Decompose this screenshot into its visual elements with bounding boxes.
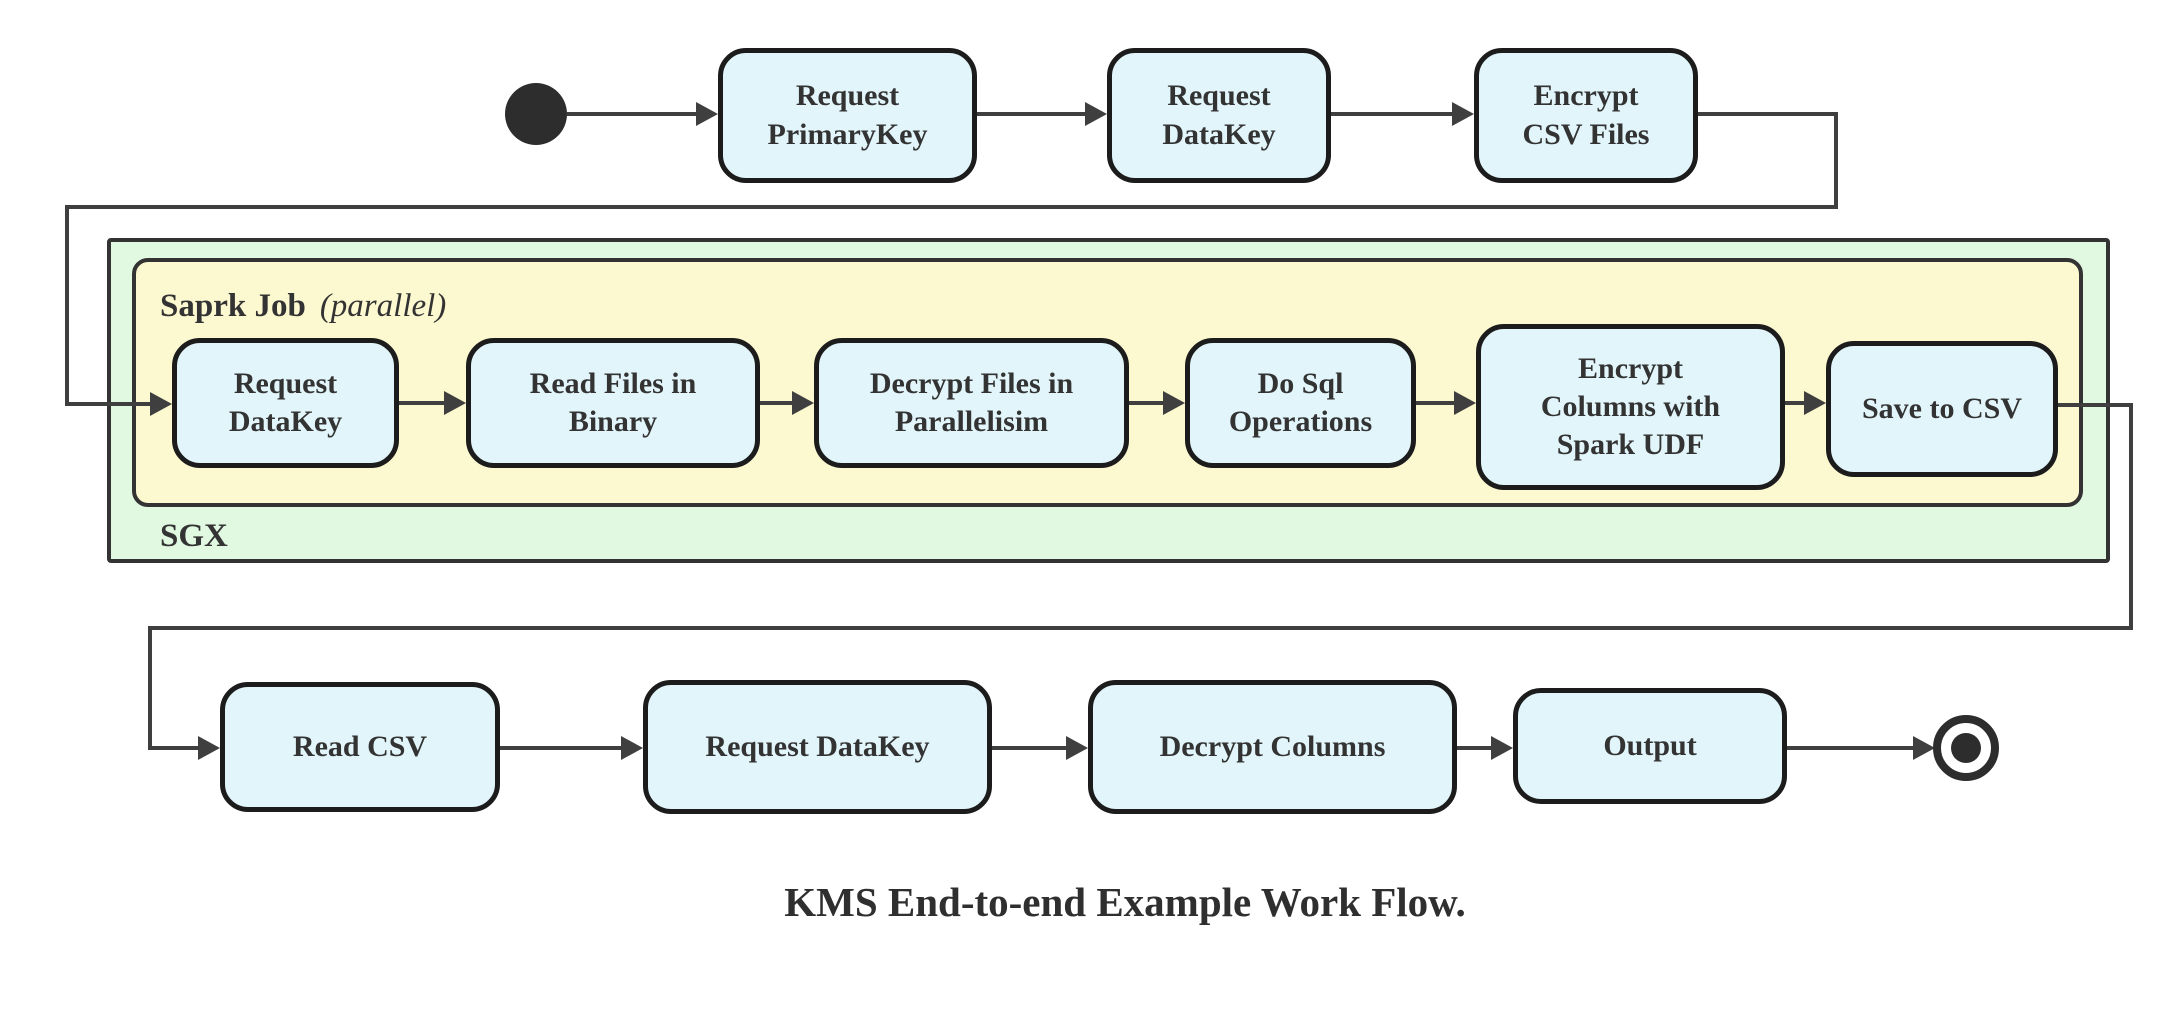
connector-segment bbox=[1834, 112, 1838, 209]
arrow-head bbox=[696, 102, 718, 126]
connector-segment bbox=[760, 401, 792, 405]
arrow-head bbox=[1804, 391, 1826, 415]
connector-segment bbox=[1416, 401, 1454, 405]
connector-segment bbox=[148, 626, 2133, 630]
node-encrypt-csv-files: Encrypt CSV Files bbox=[1474, 48, 1698, 183]
arrow-head bbox=[1454, 391, 1476, 415]
connector-segment bbox=[2058, 403, 2133, 407]
connector-segment bbox=[2129, 403, 2133, 630]
connector-segment bbox=[65, 402, 150, 406]
end-node bbox=[1933, 715, 1999, 781]
connector-segment bbox=[399, 401, 444, 405]
arrow-head bbox=[1913, 736, 1935, 760]
spark-job-label: Saprk Job (parallel) bbox=[160, 288, 446, 325]
node-encrypt-columns-with-spark-udf: Encrypt Columns with Spark UDF bbox=[1476, 324, 1785, 490]
connector-segment bbox=[1331, 112, 1452, 116]
connector-segment bbox=[567, 112, 700, 116]
node-do-sql-operations: Do Sql Operations bbox=[1185, 338, 1416, 468]
node-output: Output bbox=[1513, 688, 1787, 804]
node-save-to-csv: Save to CSV bbox=[1826, 341, 2058, 477]
spark-job-mode-label: (parallel) bbox=[319, 288, 447, 324]
spark-job-title: Saprk Job bbox=[160, 288, 306, 324]
node-request-primarykey: Request PrimaryKey bbox=[718, 48, 977, 183]
connector-segment bbox=[992, 746, 1066, 750]
connector-segment bbox=[977, 112, 1085, 116]
connector-segment bbox=[1787, 746, 1913, 750]
connector-segment bbox=[1129, 401, 1163, 405]
connector-segment bbox=[65, 205, 69, 406]
node-decrypt-columns: Decrypt Columns bbox=[1088, 680, 1457, 814]
start-node bbox=[505, 83, 567, 145]
sgx-label: SGX bbox=[160, 518, 228, 554]
arrow-head bbox=[1491, 736, 1513, 760]
arrow-head bbox=[1163, 391, 1185, 415]
arrow-head bbox=[1085, 102, 1107, 126]
arrow-head bbox=[621, 736, 643, 760]
connector-segment bbox=[65, 205, 1838, 209]
connector-segment bbox=[148, 746, 198, 750]
node-request-datakey-client: Request DataKey bbox=[643, 680, 992, 814]
connector-segment bbox=[1785, 401, 1804, 405]
arrow-head bbox=[792, 391, 814, 415]
connector-segment bbox=[1457, 746, 1491, 750]
connector-segment bbox=[500, 746, 621, 750]
node-request-datakey-spark: Request DataKey bbox=[172, 338, 399, 468]
node-read-csv: Read CSV bbox=[220, 682, 500, 812]
node-decrypt-files-in-parallelisim: Decrypt Files in Parallelisim bbox=[814, 338, 1129, 468]
arrow-head bbox=[1452, 102, 1474, 126]
node-read-files-in-binary: Read Files in Binary bbox=[466, 338, 760, 468]
end-node-dot bbox=[1951, 733, 1981, 763]
connector-segment bbox=[1698, 112, 1838, 116]
arrow-head bbox=[150, 392, 172, 416]
arrow-head bbox=[444, 391, 466, 415]
arrow-head bbox=[198, 736, 220, 760]
connector-segment bbox=[148, 626, 152, 750]
arrow-head bbox=[1066, 736, 1088, 760]
node-request-datakey-top: Request DataKey bbox=[1107, 48, 1331, 183]
diagram-caption: KMS End-to-end Example Work Flow. bbox=[784, 879, 1466, 925]
